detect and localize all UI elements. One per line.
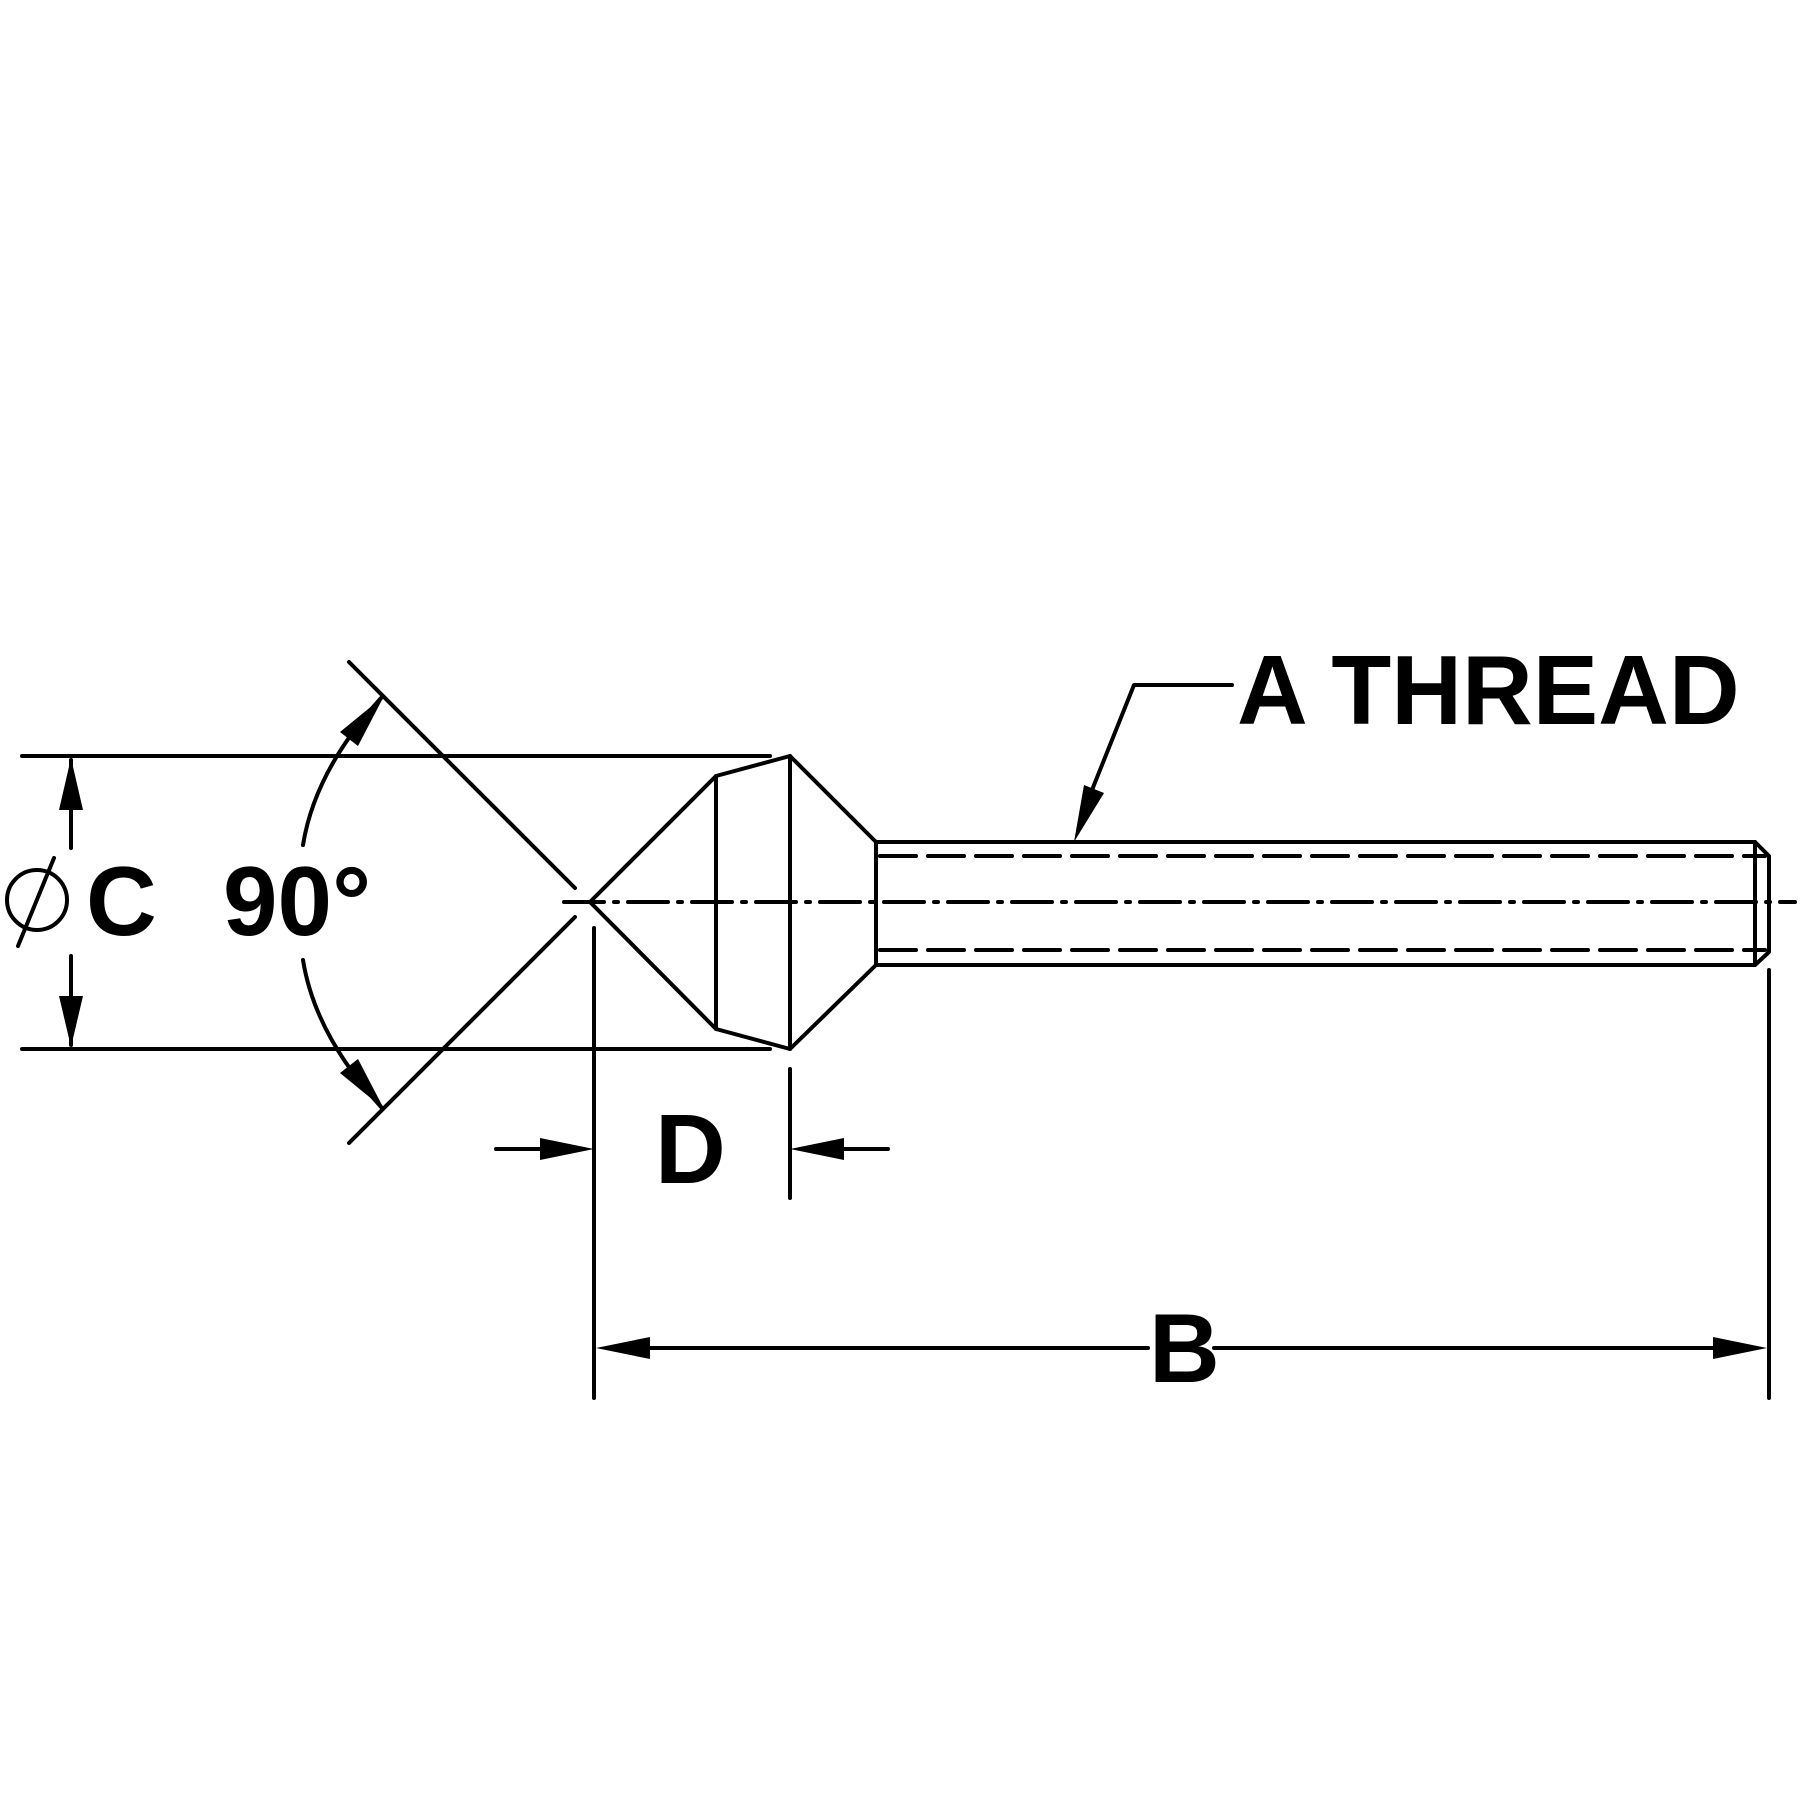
angle-label: 90° [223, 846, 371, 956]
diameter-symbol [5, 856, 69, 948]
angle-dimension [301, 695, 384, 1110]
length-dimension [596, 968, 1771, 1400]
diameter-dimension [59, 758, 83, 1047]
thread-leader [1074, 683, 1234, 842]
thread-label: A THREAD [1237, 635, 1740, 745]
diameter-label: C [86, 846, 157, 956]
length-label: B [1149, 1293, 1220, 1403]
angle-extension-upper [347, 660, 577, 890]
depth-label: D [655, 1094, 726, 1204]
depth-dimension [494, 926, 890, 1400]
angle-extension-lower [347, 915, 577, 1145]
